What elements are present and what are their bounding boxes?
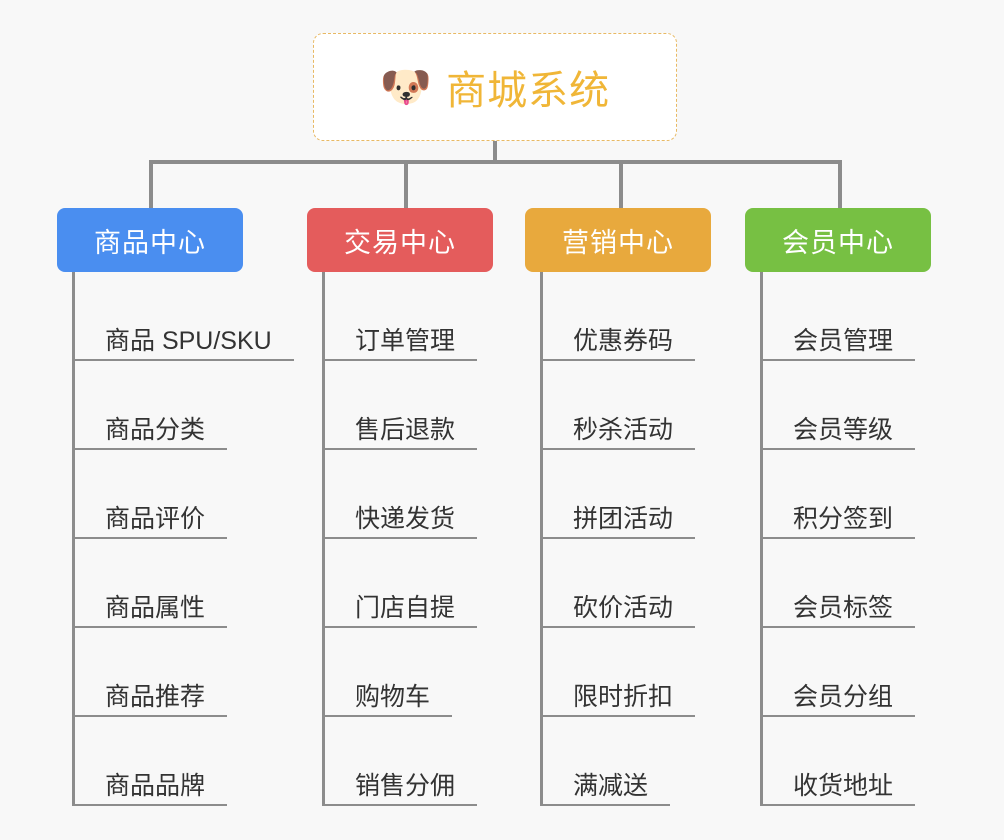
leaf-item[interactable]: 商品评价 <box>75 450 294 539</box>
leaf-underline: 销售分佣 <box>325 771 478 806</box>
branch-header-label: 交易中心 <box>344 227 456 258</box>
connector-root-stem <box>493 141 497 164</box>
branch-header-label: 会员中心 <box>782 227 894 258</box>
leaf-item-label: 限时折扣 <box>573 682 674 711</box>
leaf-item-label: 拼团活动 <box>573 504 674 533</box>
leaf-item-label: 会员等级 <box>793 415 894 444</box>
leaf-item-label: 购物车 <box>355 682 431 711</box>
branch-header[interactable]: 会员中心 <box>745 208 931 272</box>
branch-column: 营销中心优惠券码秒杀活动拼团活动砍价活动限时折扣满减送 <box>525 208 711 806</box>
leaf-underline: 会员管理 <box>763 326 916 361</box>
leaf-underline: 秒杀活动 <box>543 415 696 450</box>
leaf-item[interactable]: 商品 SPU/SKU <box>75 272 294 361</box>
leaf-underline: 门店自提 <box>325 593 478 628</box>
branch-header-label: 营销中心 <box>562 227 674 258</box>
leaf-item[interactable]: 售后退款 <box>325 361 493 450</box>
leaf-item-label: 收货地址 <box>793 771 894 800</box>
branch-column: 会员中心会员管理会员等级积分签到会员标签会员分组收货地址 <box>745 208 931 806</box>
leaf-underline: 订单管理 <box>325 326 478 361</box>
leaf-item[interactable]: 商品品牌 <box>75 717 294 806</box>
branch-leaf-list: 会员管理会员等级积分签到会员标签会员分组收货地址 <box>760 272 931 806</box>
branch-header[interactable]: 商品中心 <box>57 208 243 272</box>
connector-drop-3 <box>619 160 623 210</box>
leaf-underline: 会员标签 <box>763 593 916 628</box>
leaf-item-label: 会员分组 <box>793 682 894 711</box>
leaf-item-label: 商品品牌 <box>105 771 206 800</box>
leaf-item[interactable]: 购物车 <box>325 628 493 717</box>
root-title: 商城系统 <box>446 69 611 113</box>
leaf-underline: 商品评价 <box>75 504 228 539</box>
leaf-item-label: 优惠券码 <box>573 326 674 355</box>
leaf-item-label: 销售分佣 <box>355 771 456 800</box>
connector-horizontal-bus <box>149 160 841 164</box>
leaf-item-label: 订单管理 <box>355 326 456 355</box>
leaf-item[interactable]: 秒杀活动 <box>543 361 711 450</box>
leaf-underline: 会员分组 <box>763 682 916 717</box>
leaf-item-label: 满减送 <box>573 771 649 800</box>
leaf-item[interactable]: 优惠券码 <box>543 272 711 361</box>
leaf-item-label: 秒杀活动 <box>573 415 674 444</box>
leaf-underline: 砍价活动 <box>543 593 696 628</box>
leaf-item[interactable]: 商品属性 <box>75 539 294 628</box>
branch-column: 商品中心商品 SPU/SKU 商品分类商品评价商品属性商品推荐商品品牌 <box>57 208 294 806</box>
connector-drop-4 <box>838 160 842 210</box>
leaf-item[interactable]: 快递发货 <box>325 450 493 539</box>
leaf-item[interactable]: 拼团活动 <box>543 450 711 539</box>
leaf-item[interactable]: 商品推荐 <box>75 628 294 717</box>
leaf-item-label: 商品评价 <box>105 504 206 533</box>
branch-leaf-list: 优惠券码秒杀活动拼团活动砍价活动限时折扣满减送 <box>540 272 711 806</box>
leaf-underline: 满减送 <box>543 771 671 806</box>
branch-leaf-list: 订单管理售后退款快递发货门店自提购物车销售分佣 <box>322 272 493 806</box>
leaf-underline: 商品分类 <box>75 415 228 450</box>
leaf-item-label: 售后退款 <box>355 415 456 444</box>
leaf-item[interactable]: 会员等级 <box>763 361 931 450</box>
leaf-underline: 会员等级 <box>763 415 916 450</box>
leaf-item-label: 会员标签 <box>793 593 894 622</box>
leaf-item-label: 砍价活动 <box>573 593 674 622</box>
branch-leaf-list: 商品 SPU/SKU 商品分类商品评价商品属性商品推荐商品品牌 <box>72 272 294 806</box>
leaf-underline: 快递发货 <box>325 504 478 539</box>
leaf-item-label: 商品分类 <box>105 415 206 444</box>
leaf-item-label: 积分签到 <box>793 504 894 533</box>
leaf-item[interactable]: 会员管理 <box>763 272 931 361</box>
branch-header[interactable]: 交易中心 <box>307 208 493 272</box>
root-node[interactable]: 🐶 商城系统 <box>313 33 677 141</box>
leaf-item[interactable]: 积分签到 <box>763 450 931 539</box>
connector-drop-1 <box>149 160 153 210</box>
leaf-item-label: 快递发货 <box>355 504 456 533</box>
leaf-item[interactable]: 限时折扣 <box>543 628 711 717</box>
leaf-item-label: 会员管理 <box>793 326 894 355</box>
leaf-item[interactable]: 门店自提 <box>325 539 493 628</box>
leaf-item-label: 商品推荐 <box>105 682 206 711</box>
leaf-underline: 商品 SPU/SKU <box>75 326 294 361</box>
leaf-item-label: 商品 SPU/SKU <box>105 326 272 355</box>
leaf-underline: 购物车 <box>325 682 453 717</box>
leaf-underline: 收货地址 <box>763 771 916 806</box>
leaf-item[interactable]: 收货地址 <box>763 717 931 806</box>
leaf-item[interactable]: 商品分类 <box>75 361 294 450</box>
leaf-item[interactable]: 会员标签 <box>763 539 931 628</box>
leaf-item[interactable]: 满减送 <box>543 717 711 806</box>
leaf-item-label: 商品属性 <box>105 593 206 622</box>
leaf-item[interactable]: 订单管理 <box>325 272 493 361</box>
connector-drop-2 <box>404 160 408 210</box>
leaf-item[interactable]: 会员分组 <box>763 628 931 717</box>
leaf-underline: 积分签到 <box>763 504 916 539</box>
leaf-item[interactable]: 销售分佣 <box>325 717 493 806</box>
branch-header-label: 商品中心 <box>94 227 206 258</box>
leaf-underline: 商品推荐 <box>75 682 228 717</box>
leaf-underline: 售后退款 <box>325 415 478 450</box>
leaf-underline: 优惠券码 <box>543 326 696 361</box>
leaf-underline: 商品品牌 <box>75 771 228 806</box>
shiba-dog-face-icon: 🐶 <box>379 63 433 110</box>
branch-column: 交易中心订单管理售后退款快递发货门店自提购物车销售分佣 <box>307 208 493 806</box>
branch-header[interactable]: 营销中心 <box>525 208 711 272</box>
leaf-underline: 商品属性 <box>75 593 228 628</box>
leaf-item[interactable]: 砍价活动 <box>543 539 711 628</box>
leaf-item-label: 门店自提 <box>355 593 456 622</box>
leaf-underline: 拼团活动 <box>543 504 696 539</box>
leaf-underline: 限时折扣 <box>543 682 696 717</box>
